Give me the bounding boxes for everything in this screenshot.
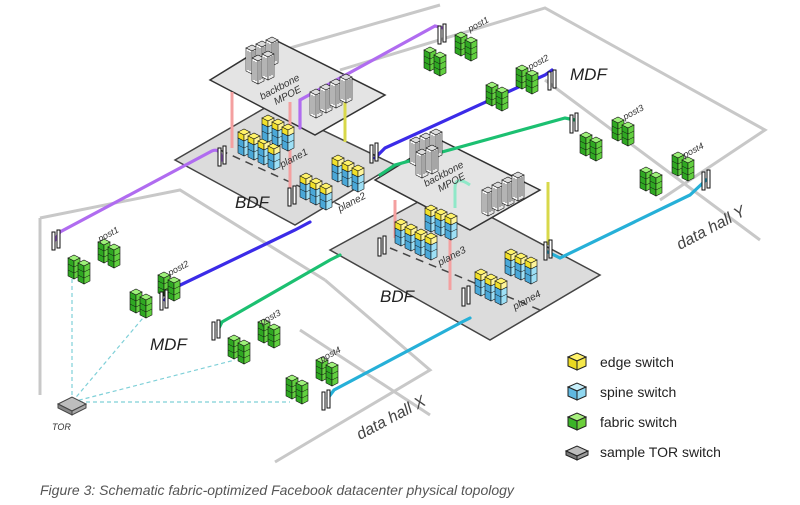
bdf-label-1: BDF bbox=[235, 193, 271, 212]
data-hall-y-label: data hall Y bbox=[674, 203, 750, 254]
legend-spine-switch-label: spine switch bbox=[600, 384, 676, 400]
legend-spine-switch-icon bbox=[566, 382, 588, 401]
legend-tor-switch-icon bbox=[564, 445, 590, 461]
legend: edge switch spine switch fabric switch s… bbox=[564, 352, 721, 461]
mdf-label-x: MDF bbox=[150, 335, 188, 354]
post2-label-x: post2 bbox=[165, 259, 190, 279]
bdf-label-2: BDF bbox=[380, 287, 416, 306]
post3-label-y: post3 bbox=[620, 103, 645, 123]
post2-label-y: post2 bbox=[525, 53, 550, 73]
legend-edge-switch-label: edge switch bbox=[600, 354, 674, 370]
legend-fabric-switch-label: fabric switch bbox=[600, 414, 677, 430]
legend-tor-switch-label: sample TOR switch bbox=[600, 444, 721, 460]
tor-label: TOR bbox=[52, 422, 71, 432]
legend-edge-switch-icon bbox=[566, 352, 588, 371]
figure-caption: Figure 3: Schematic fabric-optimized Fac… bbox=[40, 482, 514, 498]
tor-links bbox=[71, 272, 290, 403]
tor-switch-icon bbox=[56, 396, 88, 416]
post4-label-y: post4 bbox=[680, 141, 705, 161]
mdf-label-y: MDF bbox=[570, 65, 608, 84]
post4-label-x: post4 bbox=[317, 345, 342, 365]
data-hall-x-label: data hall X bbox=[354, 392, 430, 443]
legend-fabric-switch-icon bbox=[566, 412, 588, 431]
post1-label-y: post1 bbox=[465, 15, 490, 35]
